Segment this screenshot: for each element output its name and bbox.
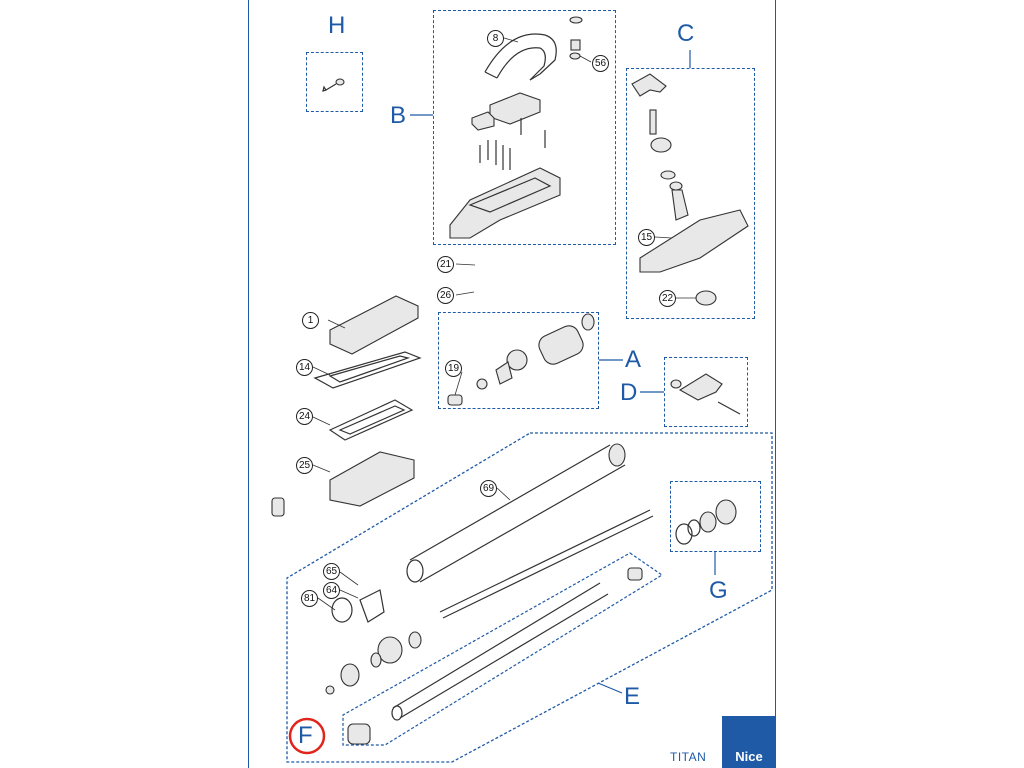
bracket-part-d [670, 373, 741, 415]
group-label-h: H [328, 12, 346, 39]
callout-15: 15 [638, 229, 655, 246]
group-label-g: G [709, 577, 728, 604]
nut-part-left [271, 497, 285, 517]
group-label-c: C [677, 20, 695, 47]
group-label-a: A [625, 346, 642, 373]
brand-logo: Nice [722, 716, 776, 768]
highlight-ring-f [288, 717, 326, 755]
callout-21: 21 [437, 256, 454, 273]
group-box-h [306, 52, 363, 112]
callout-69: 69 [480, 480, 497, 497]
screws-b [479, 118, 546, 170]
group-label-f: F [298, 722, 313, 749]
model-name: TITAN [670, 750, 707, 764]
brand-logo-text: Nice [735, 749, 763, 764]
motor-cover-base-part [449, 167, 561, 239]
callout-8: 8 [487, 30, 504, 47]
callout-65: 65 [323, 563, 340, 580]
seal-plate-part [328, 399, 414, 441]
gear-assembly-part [631, 73, 749, 306]
diagram-sheet [248, 0, 776, 768]
key-part-h [322, 78, 345, 92]
callout-22: 22 [659, 290, 676, 307]
group-label-b: B [390, 102, 407, 129]
callout-64: 64 [323, 582, 340, 599]
callout-1: 1 [302, 312, 319, 329]
callout-81: 81 [301, 590, 318, 607]
motor-assembly-part [447, 313, 595, 406]
outer-tube-part [406, 443, 626, 583]
top-cover-part [329, 295, 419, 355]
callout-14: 14 [296, 359, 313, 376]
group-label-d: D [620, 379, 638, 406]
lead-screw-part [439, 509, 654, 619]
group-box-c [626, 68, 755, 319]
inner-tube-part [391, 567, 643, 721]
callout-56: 56 [592, 55, 609, 72]
bearing-set-part-g [675, 499, 737, 545]
screw-box-inner [342, 552, 664, 746]
callout-25: 25 [296, 457, 313, 474]
callout-26: 26 [437, 287, 454, 304]
callout-19: 19 [445, 360, 462, 377]
group-label-e: E [624, 683, 641, 710]
gasket-part [313, 351, 422, 389]
drive-parts-e [325, 589, 422, 745]
housing-base-part [329, 451, 415, 507]
lock-body-part [471, 92, 541, 131]
callout-24: 24 [296, 408, 313, 425]
group-box-b [433, 10, 616, 245]
group-box-g [670, 481, 761, 552]
group-box-a [438, 312, 599, 409]
group-box-e [286, 432, 773, 763]
group-box-d [664, 357, 748, 427]
release-handle-part [484, 16, 583, 81]
